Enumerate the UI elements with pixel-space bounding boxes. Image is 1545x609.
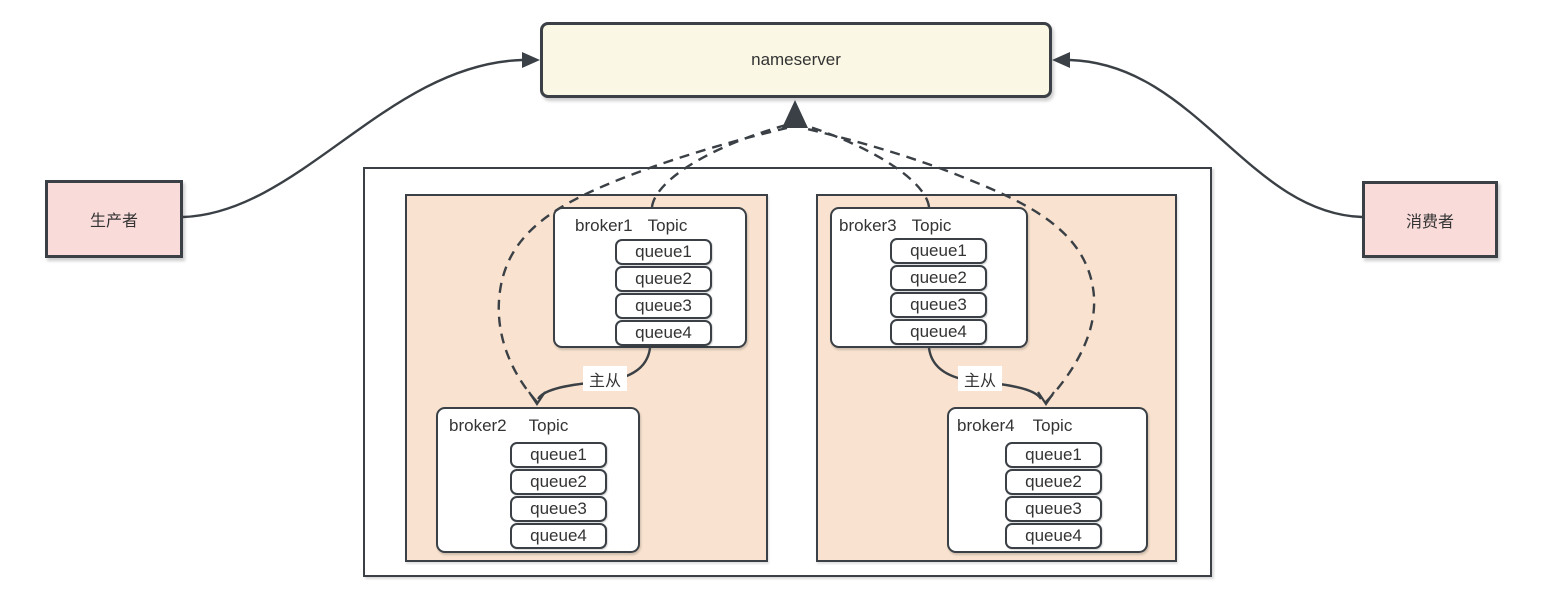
consumer-label: 消费者 bbox=[1405, 213, 1454, 231]
broker2-box: broker2 Topic queue1 queue2 queue3 queue… bbox=[436, 407, 640, 553]
queue-item: queue4 bbox=[510, 523, 607, 549]
broker4-box: broker4 Topic queue1 queue2 queue3 queue… bbox=[947, 407, 1148, 553]
queue-item: queue3 bbox=[510, 496, 607, 522]
queue-item: queue2 bbox=[890, 265, 987, 291]
broker4-topic: Topic bbox=[1032, 416, 1073, 435]
broker2-queue-stack: queue1 queue2 queue3 queue4 bbox=[510, 442, 607, 549]
producer-box: 生产者 bbox=[45, 180, 183, 258]
queue-item: queue2 bbox=[615, 266, 712, 292]
queue-item: queue4 bbox=[615, 320, 712, 346]
queue-item: queue1 bbox=[890, 238, 987, 264]
broker3-box: broker3 Topic queue1 queue2 queue3 queue… bbox=[830, 207, 1028, 348]
broker2-header: broker2 Topic bbox=[438, 409, 638, 436]
arrowhead-right-icon bbox=[522, 52, 540, 68]
queue-item: queue1 bbox=[510, 442, 607, 468]
broker3-header: broker3 Topic bbox=[832, 209, 1026, 236]
nameserver-label: nameserver bbox=[751, 50, 841, 69]
broker3-name: broker3 bbox=[839, 216, 897, 235]
broker3-topic: Topic bbox=[911, 216, 952, 235]
broker1-topic: Topic bbox=[647, 216, 688, 235]
broker4-name: broker4 bbox=[957, 416, 1015, 435]
master-slave-label-right: 主从 bbox=[958, 366, 1002, 391]
consumer-box: 消费者 bbox=[1362, 181, 1498, 258]
queue-item: queue2 bbox=[1005, 469, 1102, 495]
queue-item: queue3 bbox=[615, 293, 712, 319]
queue-item: queue1 bbox=[615, 239, 712, 265]
broker3-queue-stack: queue1 queue2 queue3 queue4 bbox=[890, 238, 987, 345]
broker1-box: broker1 Topic queue1 queue2 queue3 queue… bbox=[553, 207, 747, 348]
arrowhead-up-icon bbox=[782, 100, 808, 128]
queue-item: queue3 bbox=[890, 292, 987, 318]
broker4-queue-stack: queue1 queue2 queue3 queue4 bbox=[1005, 442, 1102, 549]
queue-item: queue1 bbox=[1005, 442, 1102, 468]
broker2-name: broker2 bbox=[449, 416, 507, 435]
producer-label: 生产者 bbox=[89, 213, 138, 230]
broker1-header: broker1 Topic bbox=[555, 209, 745, 236]
queue-item: queue3 bbox=[1005, 496, 1102, 522]
broker1-name: broker1 bbox=[575, 216, 633, 235]
nameserver-box: nameserver bbox=[540, 22, 1052, 98]
arrowhead-left-icon bbox=[1052, 52, 1070, 68]
queue-item: queue4 bbox=[890, 319, 987, 345]
broker1-queue-stack: queue1 queue2 queue3 queue4 bbox=[615, 239, 712, 346]
queue-item: queue2 bbox=[510, 469, 607, 495]
master-slave-label-left: 主从 bbox=[583, 366, 627, 391]
queue-item: queue4 bbox=[1005, 523, 1102, 549]
broker2-topic: Topic bbox=[528, 416, 569, 435]
broker4-header: broker4 Topic bbox=[949, 409, 1146, 436]
